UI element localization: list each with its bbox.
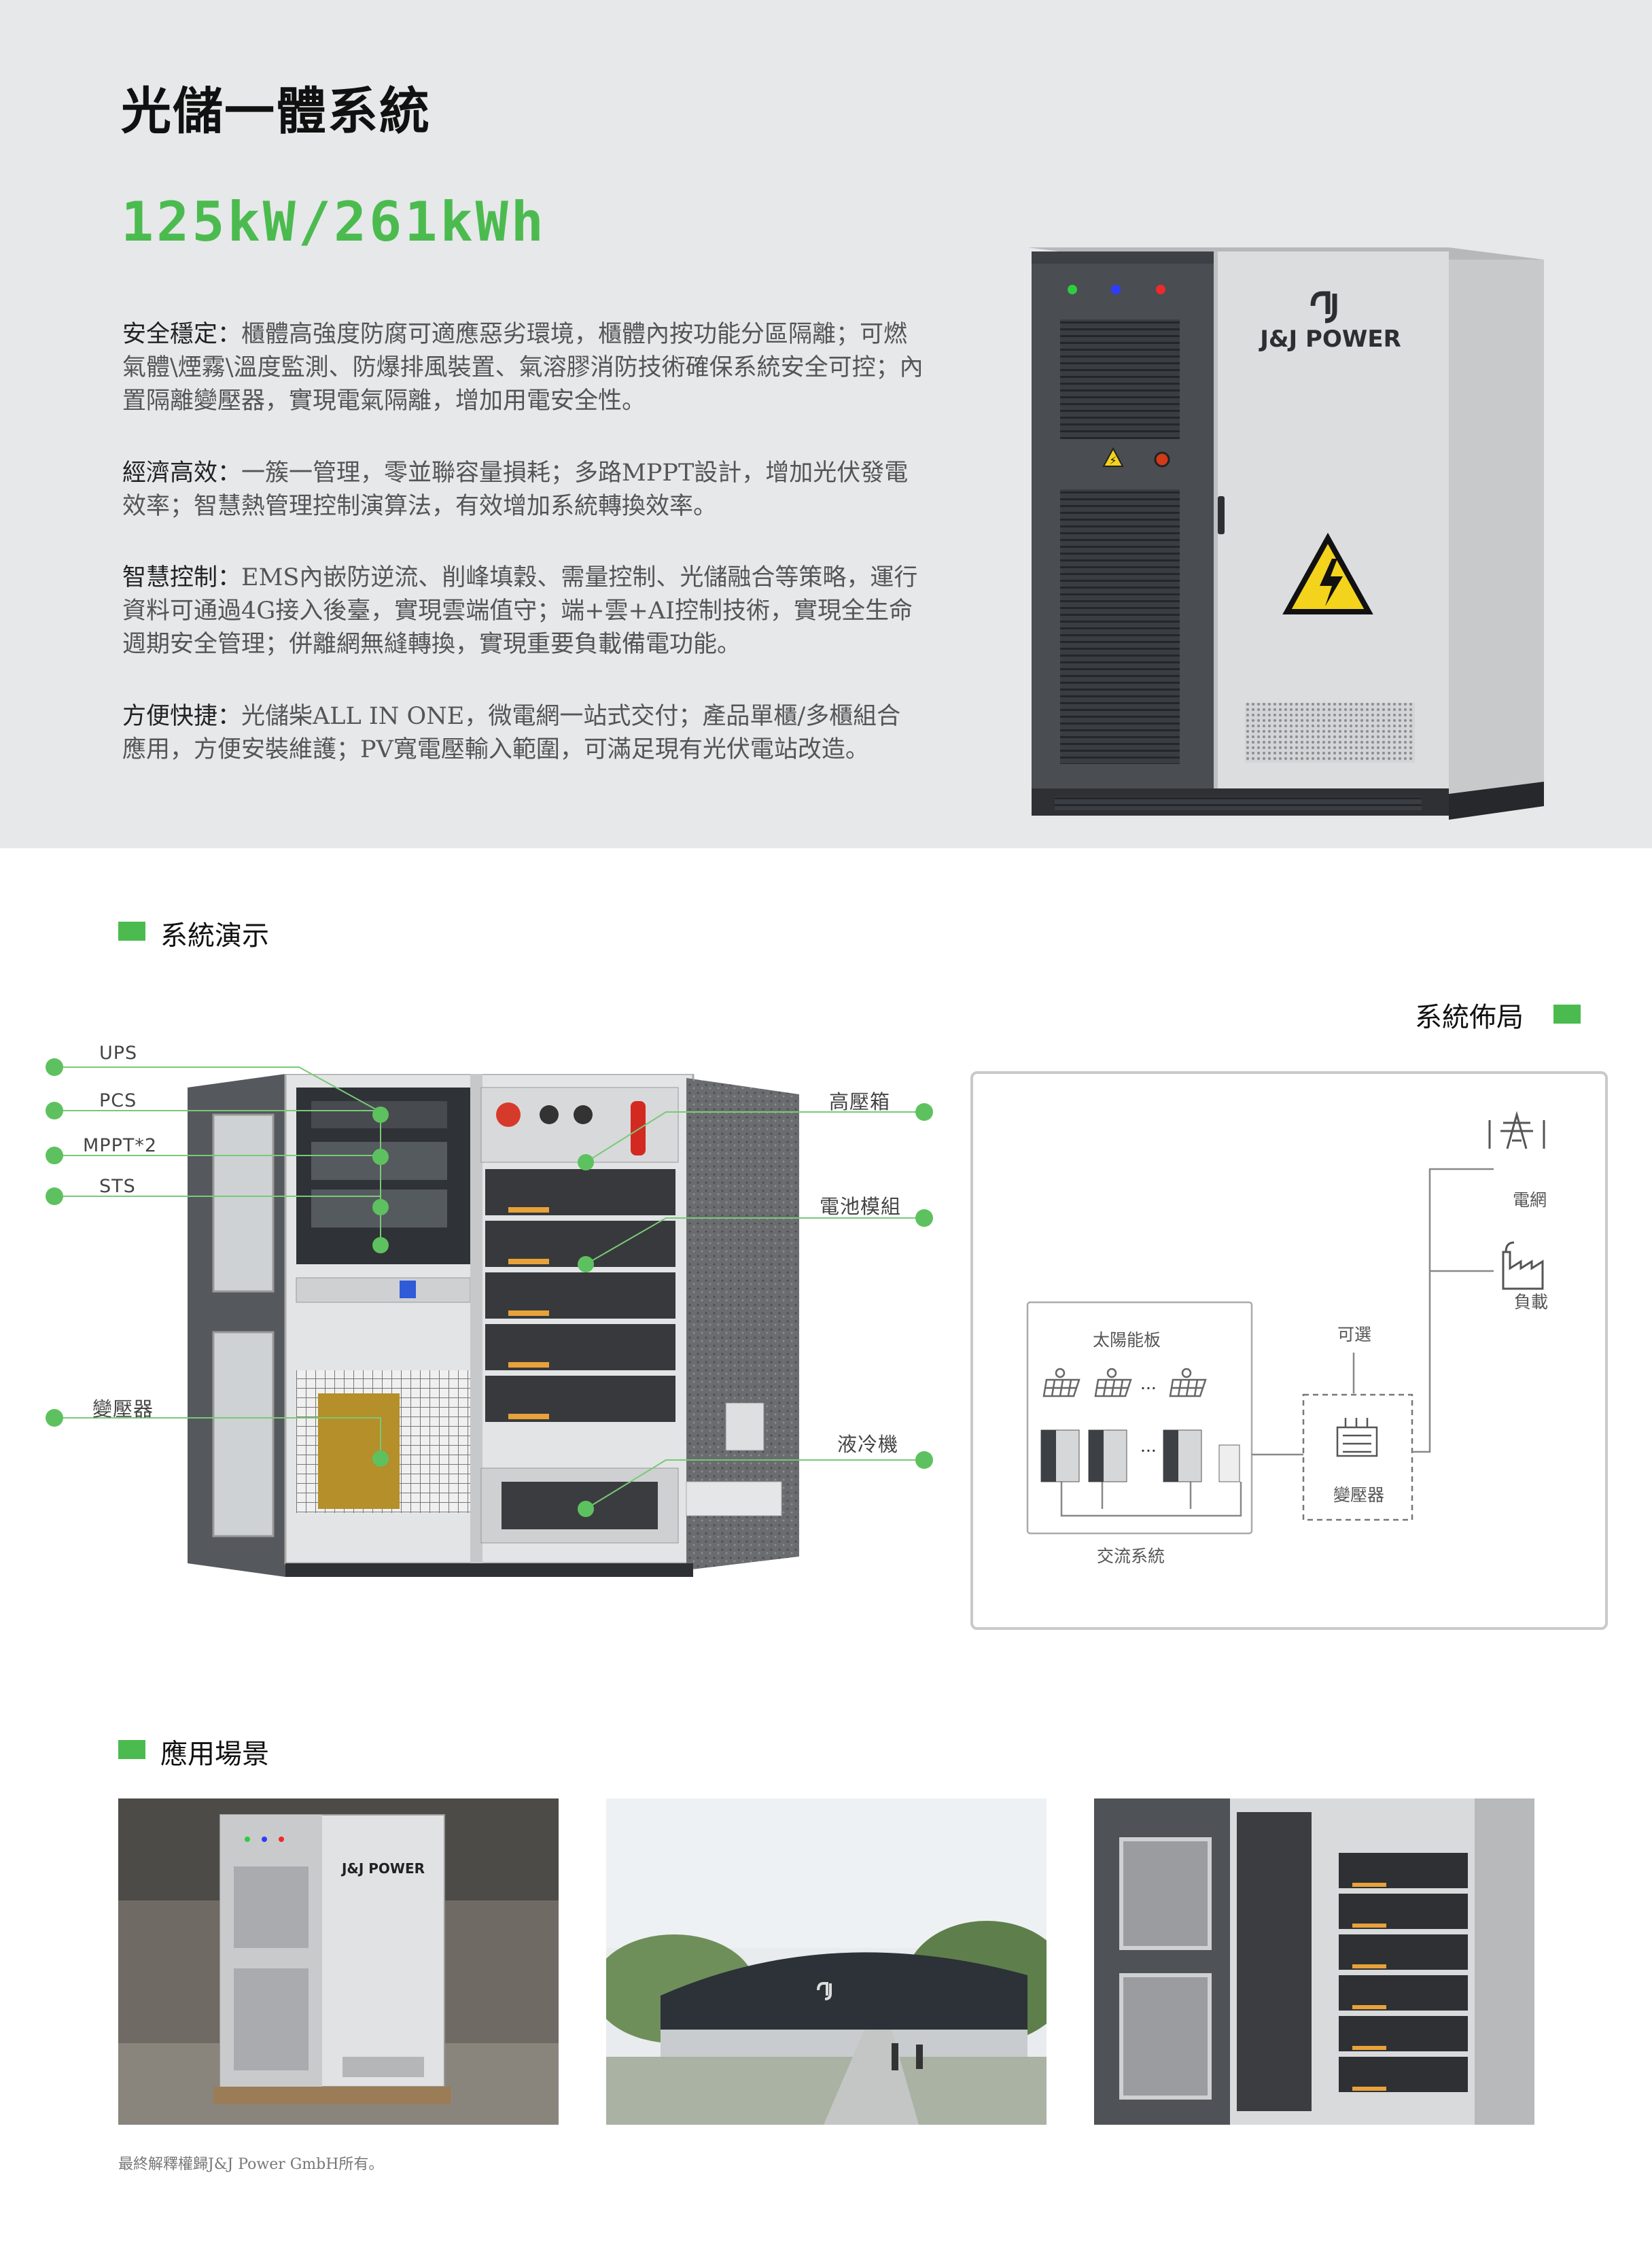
feature-body: 一簇一管理，零並聯容量損耗；多路MPPT設計，增加光伏發電效率；智慧熱管理控制演… — [122, 459, 909, 520]
feature-convenience: 方便快捷：光儲柴ALL IN ONE，微電網一站式交付；產品單櫃/多櫃組合應用，… — [122, 700, 924, 767]
brand-name: J&J POWER — [340, 1860, 425, 1877]
feature-title: 安全穩定： — [122, 321, 242, 348]
callout-sts: STS — [99, 1176, 136, 1197]
page-title: 光儲一體系統 — [121, 82, 431, 141]
callout-transformer: 變壓器 — [92, 1397, 154, 1421]
feature-title: 智慧控制： — [122, 564, 242, 591]
callout-ups: UPS — [99, 1043, 138, 1064]
hero-cabinet-image: ⚡ J&J POWER — [1027, 247, 1544, 820]
optional-label: 可選 — [1337, 1325, 1372, 1344]
application-photo-building — [606, 1798, 1047, 2125]
feature-body: EMS內嵌防逆流、削峰填穀、需量控制、光儲融合等策略，運行資料可通過4G接入後臺… — [122, 564, 918, 658]
application-photo-interior — [1094, 1798, 1534, 2125]
transformer-label: 變壓器 — [1333, 1485, 1385, 1505]
section-title-layout: 系統佈局 — [1415, 1002, 1524, 1033]
solar-panels-label: 太陽能板 — [1093, 1330, 1161, 1350]
section-marker — [118, 1740, 145, 1759]
footer-disclaimer: 最終解釋權歸J&J Power GmbH所有。 — [118, 2156, 384, 2173]
callout-dot-hv-box — [915, 1103, 933, 1121]
load-label: 負載 — [1514, 1292, 1549, 1312]
ellipsis: ··· — [1140, 1378, 1157, 1398]
hero-section: 光儲一體系統 125kW/261kWh 安全穩定：櫃體高強度防腐可適應惡劣環境，… — [0, 0, 1652, 848]
system-layout-diagram: 太陽能板 ··· ··· 交流系統 可選 變壓器 電網 負載 — [970, 1071, 1608, 1630]
feature-safety: 安全穩定：櫃體高強度防腐可適應惡劣環境，櫃體內按功能分區隔離；可燃氣體\煙霧\溫… — [122, 318, 924, 418]
section-marker — [1553, 1005, 1581, 1024]
page-subtitle: 125kW/261kWh — [121, 190, 546, 254]
feature-title: 經濟高效： — [122, 459, 242, 487]
section-title-demo: 系統演示 — [160, 920, 269, 952]
callout-cooler: 液冷機 — [837, 1433, 899, 1456]
ac-system-label: 交流系統 — [1097, 1546, 1165, 1566]
ellipsis: ··· — [1140, 1441, 1157, 1461]
callout-mppt: MPPT*2 — [83, 1135, 158, 1156]
callout-dot-transformer — [46, 1409, 63, 1427]
section-title-application: 應用場景 — [160, 1739, 269, 1770]
battery-modules — [485, 1169, 675, 1422]
feature-body: 光儲柴ALL IN ONE，微電網一站式交付；產品單櫃/多櫃組合應用，方便安裝維… — [122, 703, 901, 763]
application-photo-warehouse: J&J POWER — [118, 1798, 559, 2125]
callout-dot-cooler — [915, 1451, 933, 1469]
brand-name: J&J POWER — [1259, 326, 1401, 353]
grid-label: 電網 — [1513, 1190, 1547, 1210]
feature-smart-control: 智慧控制：EMS內嵌防逆流、削峰填穀、需量控制、光儲融合等策略，運行資料可通過4… — [122, 561, 924, 661]
feature-body: 櫃體高強度防腐可適應惡劣環境，櫃體內按功能分區隔離；可燃氣體\煙霧\溫度監測、防… — [122, 321, 924, 415]
callout-battery: 電池模組 — [820, 1195, 902, 1218]
callout-dot-sts — [46, 1187, 63, 1205]
section-marker — [118, 922, 145, 941]
callout-dot-battery — [915, 1209, 933, 1227]
callout-dot-pcs — [46, 1102, 63, 1119]
callout-dot-mppt — [46, 1147, 63, 1164]
open-cabinet-image — [188, 1074, 799, 1577]
layout-diagram-lines — [1026, 1111, 1545, 1535]
feature-economy: 經濟高效：一簇一管理，零並聯容量損耗；多路MPPT設計，增加光伏發電效率；智慧熱… — [122, 457, 924, 523]
callout-hv-box: 高壓箱 — [829, 1090, 891, 1113]
feature-title: 方便快捷： — [122, 703, 242, 730]
callout-pcs: PCS — [99, 1090, 137, 1111]
callout-dot-ups — [46, 1058, 63, 1076]
svg-text:⚡: ⚡ — [1109, 454, 1117, 467]
